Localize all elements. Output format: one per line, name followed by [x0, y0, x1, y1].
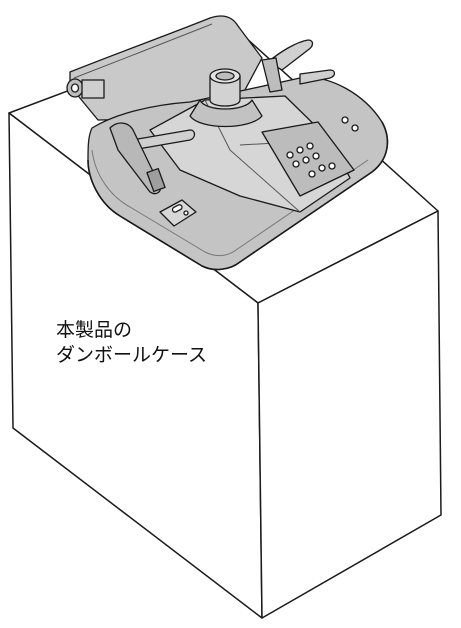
- box-label: 本製品の ダンボールケース: [56, 318, 207, 368]
- mounting-slot: [159, 199, 197, 227]
- gas-cylinder-mount: [189, 68, 263, 128]
- box-right-face: [257, 210, 442, 619]
- right-lever: [261, 39, 359, 132]
- hinge-cylinder: [66, 78, 105, 99]
- chair-mechanism: [66, 15, 389, 271]
- left-lever: [109, 122, 196, 195]
- control-plate: [261, 121, 355, 197]
- box-label-line-1: 本製品の: [56, 319, 133, 341]
- box-label-line-2: ダンボールケース: [56, 344, 208, 366]
